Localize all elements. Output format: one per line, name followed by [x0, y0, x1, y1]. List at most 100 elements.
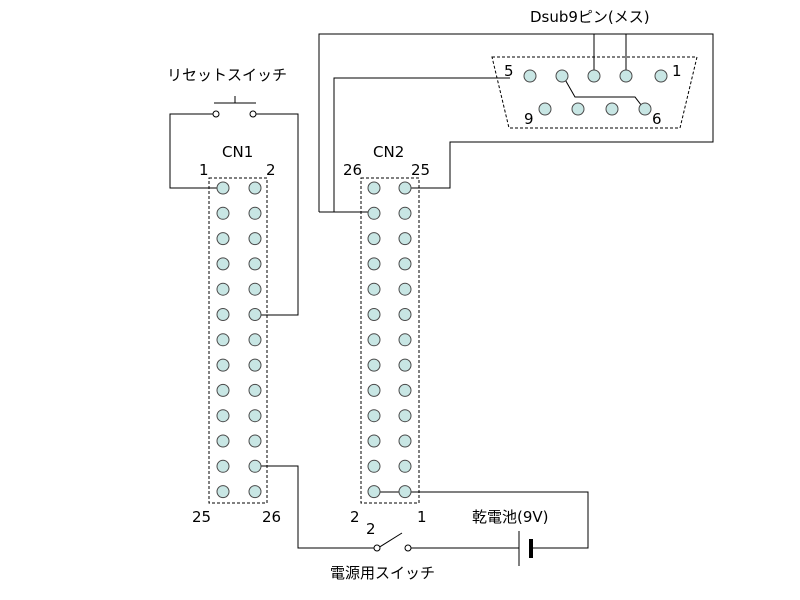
cn1-pin-r12-left: [216, 459, 230, 473]
cn1-pin-r5-right: [248, 282, 262, 296]
reset-switch-contact-left: [212, 110, 220, 118]
cn1-pin-r3-right: [248, 232, 262, 246]
dsub-pin-label-1: 1: [672, 62, 682, 80]
dsub-pin-9: [538, 102, 552, 116]
cn2-pin-r4-right: [398, 257, 412, 271]
reset-switch-contact-right: [249, 110, 257, 118]
cn1-pin-r6-right: [248, 308, 262, 321]
cn1-pin-label-top-left: 1: [199, 161, 209, 179]
dsub-pin-1: [654, 69, 668, 83]
cn1-pin-r2-right: [248, 206, 262, 220]
cn2-pin-label-top-left: 26: [343, 161, 362, 179]
wire-dsub-pin5-to-cn2: [333, 77, 510, 213]
cn1-pin-label-bottom-right: 26: [262, 508, 281, 526]
cn2-pin-r13-left: [367, 485, 381, 499]
cn1-pin-r9-right: [248, 383, 262, 397]
cn2-pin-r4-left: [367, 257, 381, 271]
cn1-pin-r10-left: [216, 409, 230, 423]
wire-cn2-25-to-dsub-shell: [318, 33, 714, 212]
cn1-pin-r8-right: [248, 358, 262, 372]
cn2-pin-label-top-right: 25: [411, 161, 430, 179]
cn1-outline: [208, 177, 268, 504]
cn1-pin-r4-left: [216, 257, 230, 271]
cn2-pin-r10-right: [398, 409, 412, 423]
cn1-pin-r8-left: [216, 358, 230, 372]
cn2-pin-r5-left: [367, 282, 381, 296]
cn2-pin-r11-left: [367, 434, 381, 448]
cn2-outline: [360, 177, 420, 504]
cn2-title: CN2: [373, 143, 404, 161]
cn2-pin-r3-right: [398, 232, 412, 246]
cn1-pin-array: [216, 181, 262, 499]
dsub-pin-7: [605, 102, 619, 116]
dsub-pin-label-6: 6: [652, 110, 662, 128]
dsub-pin-4: [555, 69, 569, 83]
power-switch-blade: [377, 532, 403, 549]
power-switch-label: 電源用スイッチ: [330, 564, 435, 582]
reset-switch-label: リセットスイッチ: [167, 66, 287, 84]
power-switch-contact-left: [373, 544, 381, 552]
cn1-pin-r13-right: [248, 485, 262, 499]
cn1-pin-r10-right: [248, 409, 262, 423]
cn2-pin-r13-right: [398, 485, 412, 499]
cn2-pin-r3-left: [367, 232, 381, 246]
cn2-pin-r1-right: [398, 181, 412, 195]
cn2-pin-label-bottom-right: 1: [417, 508, 427, 526]
cn2-pin-r6-left: [367, 308, 381, 321]
dsub-pin-array: [523, 69, 668, 116]
wire-reset-right-to-cn1: [255, 113, 299, 316]
cn1-pin-label-top-right: 2: [266, 161, 276, 179]
cn1-pin-r5-left: [216, 282, 230, 296]
cn2-pin-r10-left: [367, 409, 381, 423]
cn1-pin-label-bottom-left: 25: [192, 508, 211, 526]
cn1-title: CN1: [222, 143, 253, 161]
cn2-pin-r5-right: [398, 282, 412, 296]
dsub-outline: [491, 56, 698, 129]
battery-label: 乾電池(9V): [472, 508, 549, 526]
cn2-pin-r2-right: [398, 206, 412, 220]
cn2-pin-r7-left: [367, 333, 381, 347]
cn1-pin-r4-right: [248, 257, 262, 271]
cn2-pin-r11-right: [398, 434, 412, 448]
cn1-pin-r11-left: [216, 434, 230, 448]
cn2-pin-r8-right: [398, 358, 412, 372]
cn1-pin-r7-right: [248, 333, 262, 347]
cn1-pin-r1-right: [248, 181, 262, 195]
cn1-pin-r9-left: [216, 383, 230, 397]
power-switch-pin-label-left: 2: [366, 520, 376, 538]
cn2-pin-r7-right: [398, 333, 412, 347]
cn1-pin-r12-right: [248, 459, 262, 473]
cn2-pin-array: [367, 181, 412, 499]
dsub-pin-label-9: 9: [524, 110, 534, 128]
wire-dsub-4-6: [562, 75, 646, 111]
cn1-pin-r11-right: [248, 434, 262, 448]
cn2-pin-r12-right: [398, 459, 412, 473]
dsub-pin-3: [587, 69, 601, 83]
wire-reset-left-to-cn1-1: [169, 113, 223, 189]
cn1-pin-r1-left: [216, 181, 230, 195]
cn1-pin-r3-left: [216, 232, 230, 246]
dsub-pin-label-5: 5: [504, 62, 514, 80]
cn2-pin-r9-right: [398, 383, 412, 397]
cn2-pin-r12-left: [367, 459, 381, 473]
cn1-pin-r2-left: [216, 206, 230, 220]
dsub-pin-8: [571, 102, 585, 116]
cn2-pin-r2-left: [367, 206, 381, 220]
cn1-pin-r7-left: [216, 333, 230, 347]
power-switch-contact-right: [404, 544, 412, 552]
wire-cn1-to-power-switch: [255, 465, 374, 549]
dsub-pin-2: [619, 69, 633, 83]
cn2-pin-r6-right: [398, 308, 412, 321]
dsub-pin-6: [638, 102, 652, 116]
cn2-pin-r1-left: [367, 181, 381, 195]
dsub-pin-5: [523, 69, 537, 83]
cn1-pin-r6-left: [216, 308, 230, 321]
cn1-pin-r13-left: [216, 485, 230, 499]
cn2-pin-label-bottom-left: 2: [350, 508, 360, 526]
wire-cn2-1-to-battery: [374, 491, 589, 549]
cn2-pin-r9-left: [367, 383, 381, 397]
dsub-title: Dsub9ピン(メス): [530, 8, 650, 26]
cn2-pin-r8-left: [367, 358, 381, 372]
